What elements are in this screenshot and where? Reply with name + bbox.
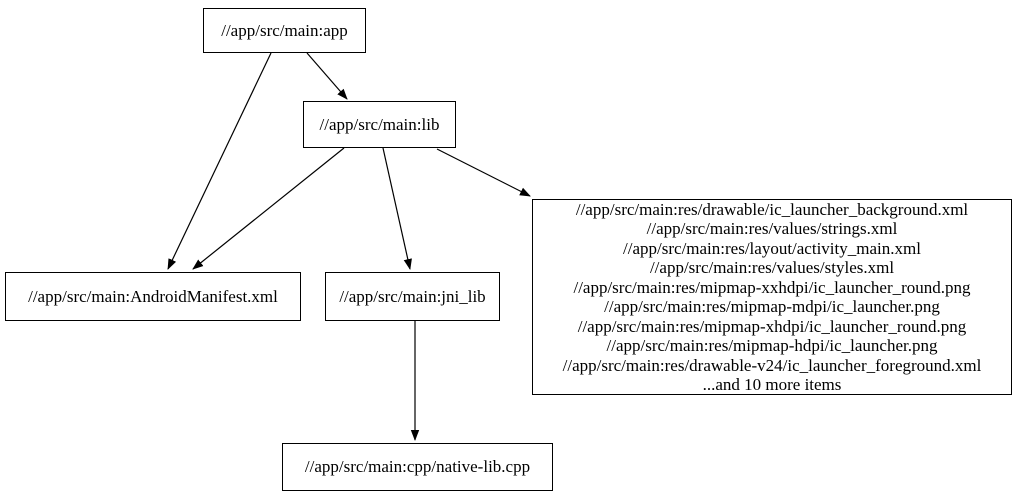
- node-android-manifest-label: //app/src/main:AndroidManifest.xml: [28, 286, 278, 306]
- resource-more-items: ...and 10 more items: [702, 375, 842, 394]
- edge-app-to-lib: [306, 52, 348, 100]
- resource-line: //app/src/main:res/layout/activity_main.…: [623, 238, 921, 258]
- node-app-label: //app/src/main:app: [221, 20, 348, 40]
- node-android-manifest: //app/src/main:AndroidManifest.xml: [5, 272, 301, 321]
- resource-line: //app/src/main:res/values/strings.xml: [646, 219, 898, 238]
- node-jni-lib: //app/src/main:jni_lib: [325, 272, 500, 321]
- node-jni-lib-label: //app/src/main:jni_lib: [339, 286, 486, 306]
- node-native-lib-cpp-label: //app/src/main:cpp/native-lib.cpp: [304, 457, 531, 477]
- edge-lib-to-manifest: [192, 147, 345, 270]
- node-native-lib-cpp: //app/src/main:cpp/native-lib.cpp: [282, 443, 553, 491]
- node-lib-label: //app/src/main:lib: [319, 114, 440, 134]
- resource-line: //app/src/main:res/mipmap-xhdpi/ic_launc…: [577, 316, 967, 336]
- resource-line: //app/src/main:res/drawable/ic_launcher_…: [575, 199, 969, 219]
- edge-app-to-manifest: [167, 52, 272, 270]
- node-app: //app/src/main:app: [203, 8, 366, 53]
- node-resources-group: //app/src/main:res/drawable/ic_launcher_…: [532, 199, 1012, 395]
- resource-line: //app/src/main:res/drawable-v24/ic_launc…: [562, 355, 982, 375]
- resource-line: //app/src/main:res/values/styles.xml: [649, 258, 895, 277]
- resource-line: //app/src/main:res/mipmap-xxhdpi/ic_laun…: [573, 277, 971, 297]
- resource-line: //app/src/main:res/mipmap-mdpi/ic_launch…: [604, 297, 940, 316]
- edge-lib-to-resources: [436, 148, 531, 197]
- resource-line: //app/src/main:res/mipmap-hdpi/ic_launch…: [606, 336, 938, 355]
- edge-lib-to-jni-lib: [382, 147, 412, 270]
- node-lib: //app/src/main:lib: [303, 101, 456, 148]
